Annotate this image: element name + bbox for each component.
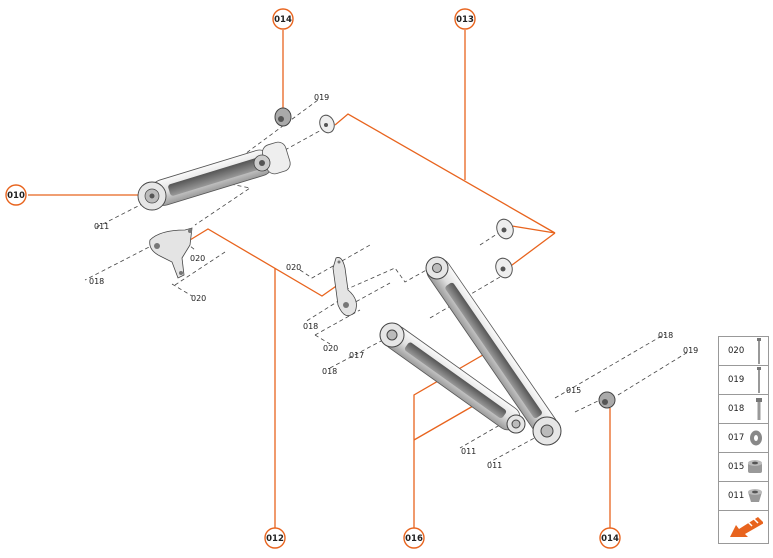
upper-control-arm[interactable]	[137, 140, 292, 211]
part-label: 020	[323, 344, 338, 353]
lower-arm-front[interactable]	[423, 255, 562, 446]
leader-lines	[28, 30, 611, 528]
lower-arm-rear[interactable]	[379, 322, 526, 434]
svg-text:016: 016	[405, 534, 423, 544]
next-page-button[interactable]	[719, 511, 768, 543]
washer-upper-right[interactable]	[494, 217, 516, 241]
parts-legend: 020 019 018 017 015 011	[718, 336, 769, 544]
part-label: 018	[658, 331, 673, 340]
svg-text:014: 014	[274, 15, 292, 25]
part-label: 017	[349, 351, 364, 360]
legend-item-017[interactable]: 017	[719, 424, 768, 453]
long-bolt-icon	[757, 338, 761, 364]
washer-lower-right[interactable]	[493, 256, 515, 280]
part-label: 019	[314, 93, 329, 102]
part-label: 015	[566, 386, 581, 395]
part-label: 018	[89, 277, 104, 286]
part-label: 011	[461, 447, 476, 456]
short-bolt-icon	[756, 398, 762, 420]
assembly-lines	[84, 99, 689, 463]
part-label: 019	[683, 346, 698, 355]
legend-item-018[interactable]: 018	[719, 395, 768, 424]
long-bolt-icon	[757, 367, 761, 393]
legend-item-020[interactable]: 020	[719, 337, 768, 366]
part-label: 020	[286, 263, 301, 272]
nut-014-bottom[interactable]	[598, 391, 616, 409]
nut-014-top[interactable]	[274, 107, 292, 127]
legend-item-019[interactable]: 019	[719, 366, 768, 395]
part-labels: 019 011 020 018 020 020 018 020 017 018 …	[89, 93, 698, 470]
part-label: 020	[190, 254, 205, 263]
part-label: 020	[191, 294, 206, 303]
flange-nut-icon	[748, 489, 762, 502]
part-label: 011	[94, 222, 109, 231]
callout-014-bottom[interactable]: 014	[599, 527, 621, 549]
callout-010[interactable]: 010	[5, 184, 27, 206]
legend-item-015[interactable]: 015	[719, 453, 768, 482]
svg-text:014: 014	[601, 534, 619, 544]
callout-014-top[interactable]: 014	[272, 8, 294, 30]
bracket-left[interactable]	[149, 227, 193, 279]
callout-012[interactable]: 012	[264, 527, 286, 549]
bracket-middle[interactable]	[332, 257, 357, 317]
callouts: 014 013 010 012 016 014	[5, 8, 621, 549]
part-label: 018	[322, 367, 337, 376]
washer-top[interactable]	[317, 113, 336, 135]
svg-text:012: 012	[266, 534, 284, 544]
washer-icon	[750, 430, 762, 446]
orange-arrow-icon	[730, 517, 763, 537]
svg-text:010: 010	[7, 191, 25, 201]
nut-icon	[748, 460, 762, 473]
callout-016[interactable]: 016	[403, 527, 425, 549]
part-label: 011	[487, 461, 502, 470]
legend-item-011[interactable]: 011	[719, 482, 768, 511]
svg-text:013: 013	[456, 15, 474, 25]
part-label: 018	[303, 322, 318, 331]
callout-013[interactable]: 013	[454, 8, 476, 30]
